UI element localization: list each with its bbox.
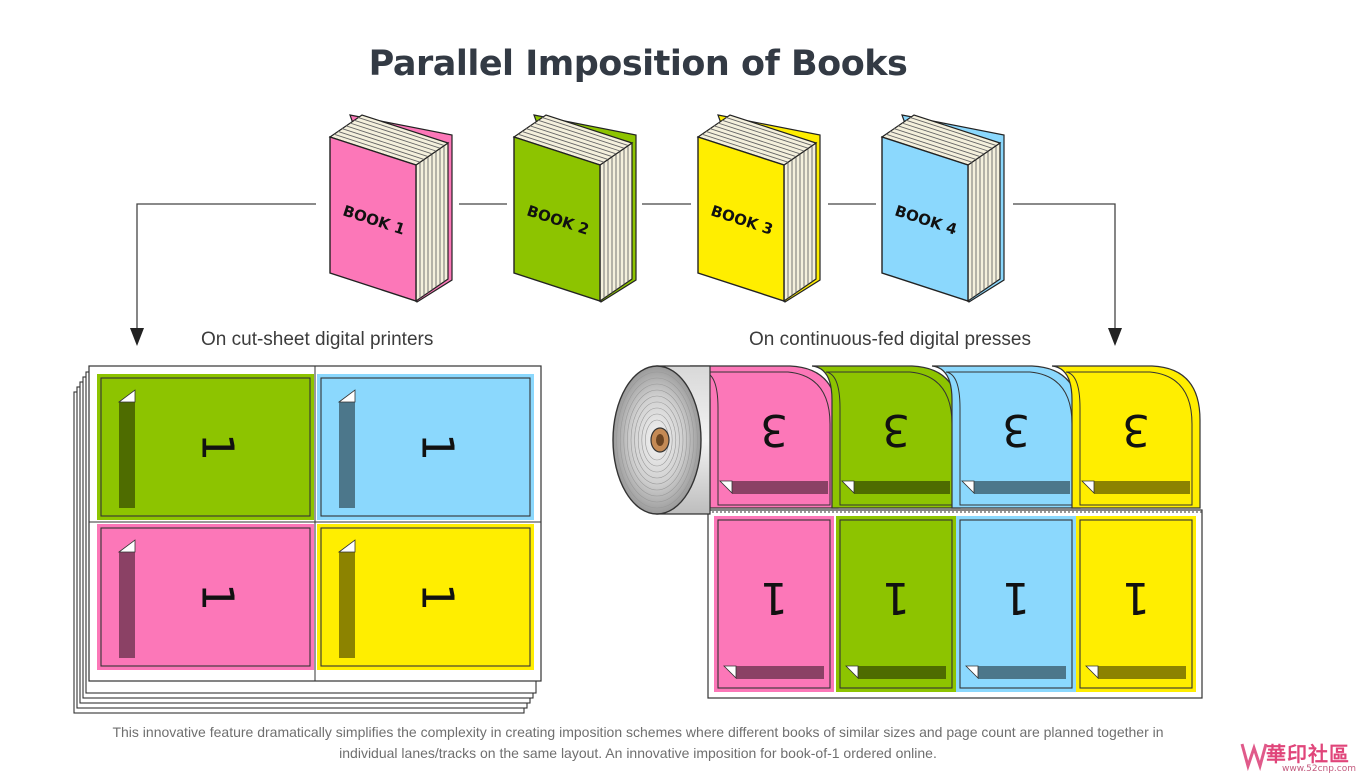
book-4: BOOK 4: [880, 114, 1005, 303]
caption-line-1: This innovative feature dramatically sim…: [112, 724, 1164, 740]
sheet-page-2-number: 1: [412, 433, 463, 461]
continuous-roll: 3 3 3 3 1 1 1 1: [612, 365, 1203, 699]
watermark-text: 華印社區: [1266, 742, 1350, 766]
sheet-page-3-number: 1: [192, 583, 243, 611]
watermark-url: www.52cnp.com: [1282, 764, 1357, 774]
right-arrow-line: [1013, 203, 1116, 332]
sheet-page-2: 1: [317, 374, 534, 520]
connector-lines: [136, 203, 1116, 332]
caption-line-2: individual lanes/tracks on the same layo…: [339, 745, 937, 761]
page-title: Parallel Imposition of Books: [368, 44, 908, 84]
watermark-logo-icon: [1240, 743, 1268, 772]
roll-bottom-page-4-number: 1: [1122, 572, 1150, 623]
left-arrow-head-icon: [130, 328, 144, 346]
sheet-page-1-number: 1: [192, 433, 243, 461]
sheet-page-4: 1: [317, 524, 534, 670]
roll-top-page-3-number: 3: [1002, 404, 1030, 455]
roll-bottom-page-2-number: 1: [882, 572, 910, 623]
roll-lane-4-curve: [1051, 365, 1201, 509]
caption: This innovative feature dramatically sim…: [60, 722, 1216, 764]
roll-top-page-1-number: 3: [760, 404, 788, 455]
books-row: BOOK 1 BOOK 2 BOOK 3 BOOK 4: [328, 114, 1005, 303]
cut-sheet-label: On cut-sheet digital printers: [201, 329, 434, 350]
roll-bottom-page-1-number: 1: [760, 572, 788, 623]
left-arrow-line: [136, 203, 316, 332]
roll-top-page-2-number: 3: [882, 404, 910, 455]
roll-top-page-4-number: 3: [1122, 404, 1150, 455]
sheet-page-4-number: 1: [412, 583, 463, 611]
sheet-page-3: 1: [97, 524, 314, 670]
book-1: BOOK 1: [328, 114, 453, 303]
roll-bottom-page-3-number: 1: [1002, 572, 1030, 623]
book-3: BOOK 3: [696, 114, 821, 303]
roll-bottom-page-4: 1: [1076, 516, 1196, 692]
book-2: BOOK 2: [512, 114, 637, 303]
roll-bottom-page-1: 1: [714, 516, 834, 692]
continuous-feed-label: On continuous-fed digital presses: [749, 329, 1031, 350]
roll-bottom-page-2: 1: [836, 516, 956, 692]
roll-bottom-page-3: 1: [956, 516, 1076, 692]
right-arrow-head-icon: [1108, 328, 1122, 346]
cut-sheet-stack: 1 1 1 1: [73, 365, 542, 714]
sheet-page-1: 1: [97, 374, 314, 520]
